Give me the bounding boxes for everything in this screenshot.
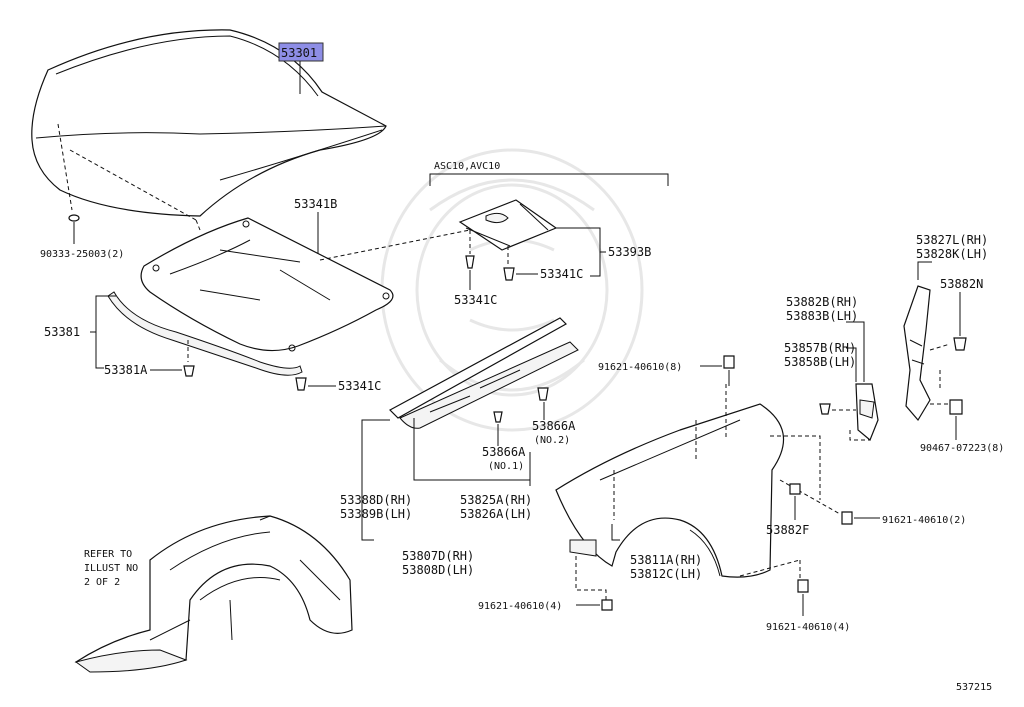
fender-bracket: [569, 539, 597, 557]
fender-liner-part[interactable]: [74, 515, 353, 673]
label-pad: 53882F: [766, 523, 809, 537]
label-bracket-rh: 53882B(RH): [786, 295, 858, 309]
figure-number: 537215: [956, 682, 992, 693]
label-bolt-top: 91621-40610(8): [598, 362, 682, 373]
label-cover: 53393B: [608, 245, 651, 259]
label-retainer-2: 53866A: [532, 419, 576, 433]
label-sub-lh: 53808D(LH): [402, 563, 474, 577]
label-retainer-2-note: (NO.2): [534, 435, 570, 446]
label-cover-clip-left: 53341C: [454, 293, 497, 307]
insulator-clip[interactable]: [295, 377, 307, 391]
label-refer-3: 2 OF 2: [84, 577, 120, 588]
fender-bracket-part[interactable]: [855, 383, 879, 441]
label-fender-rh: 53811A(RH): [630, 553, 702, 567]
seal-clip[interactable]: [183, 365, 195, 377]
label-seal-lh: 53389B(LH): [340, 507, 412, 521]
retainer-2[interactable]: [537, 387, 549, 401]
hood-seal-part[interactable]: [107, 291, 303, 376]
label-fender-lh: 53812C(LH): [630, 567, 702, 581]
label-panel-rh: 53827L(RH): [916, 233, 988, 247]
label-bolt-right: 91621-40610(2): [882, 515, 966, 526]
label-refer-1: REFER TO: [84, 549, 132, 560]
label-bolt-bottom-left: 91621-40610(4): [478, 601, 562, 612]
front-fender-part[interactable]: [555, 384, 785, 578]
label-sub-rh: 53807D(RH): [402, 549, 474, 563]
label-panel-lh: 53828K(LH): [916, 247, 988, 261]
label-clip-n: 53882N: [940, 277, 983, 291]
watermark-emblem: [380, 148, 644, 432]
bolt-right[interactable]: [841, 511, 853, 525]
highlight-box: [278, 42, 324, 62]
retainer-1[interactable]: [493, 411, 503, 423]
mount-clip[interactable]: [819, 403, 831, 415]
label-bolt-bottom-right: 91621-40610(4): [766, 622, 850, 633]
label-seal: 53381: [44, 325, 80, 339]
cover-clip-right[interactable]: [503, 267, 515, 281]
label-mount-lh: 53858B(LH): [784, 355, 856, 369]
label-clip-bottom: 90467-07223(8): [920, 443, 1004, 454]
clip-bottom[interactable]: [949, 399, 963, 415]
label-retainer-1: 53866A: [482, 445, 526, 459]
fender-seal-part[interactable]: [389, 317, 579, 429]
label-bracket-lh: 53883B(LH): [786, 309, 858, 323]
label-variant: ASC10,AVC10: [434, 161, 500, 172]
clip-n[interactable]: [953, 337, 967, 351]
label-refer-2: ILLUST NO: [84, 563, 138, 574]
label-cover-clip-right: 53341C: [540, 267, 583, 281]
label-seal-rh: 53388D(RH): [340, 493, 412, 507]
label-insulator: 53341B: [294, 197, 337, 211]
hood-insulator-part[interactable]: [140, 217, 394, 352]
label-mount-rh: 53857B(RH): [784, 341, 856, 355]
hood-clip[interactable]: [68, 214, 80, 222]
label-ext-rh: 53825A(RH): [460, 493, 532, 507]
bolt-bottom-right[interactable]: [797, 579, 809, 593]
label-retainer-1-note: (NO.1): [488, 461, 524, 472]
fender-panel-part[interactable]: [903, 285, 931, 422]
fender-pad[interactable]: [789, 483, 801, 495]
label-insulator-clip: 53341C: [338, 379, 381, 393]
hood-part[interactable]: [31, 29, 387, 231]
cover-clip-left[interactable]: [465, 255, 475, 269]
bolt-top[interactable]: [723, 355, 735, 369]
cowl-cover-part[interactable]: [458, 199, 558, 251]
label-ext-lh: 53826A(LH): [460, 507, 532, 521]
bolt-bottom-left[interactable]: [601, 599, 613, 611]
label-hood: 53301: [281, 46, 317, 60]
label-hood-clip: 90333-25003(2): [40, 249, 124, 260]
label-seal-clip: 53381A: [104, 363, 148, 377]
